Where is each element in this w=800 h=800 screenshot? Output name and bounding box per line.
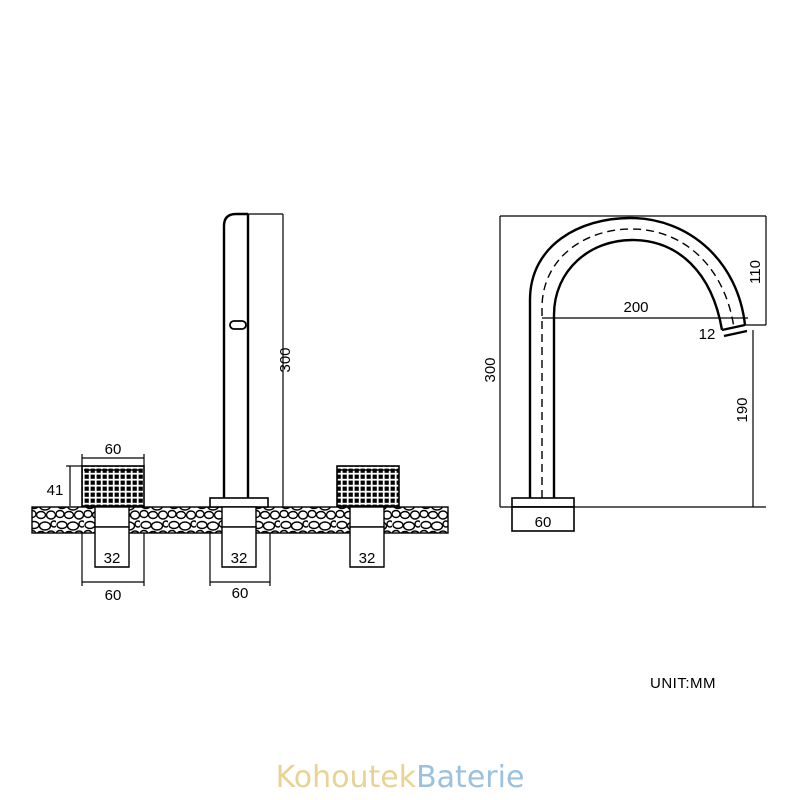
front-left-stem-dim: 32 <box>104 550 121 567</box>
stems <box>94 506 385 568</box>
side-base-dim: 60 <box>535 514 552 531</box>
front-spout <box>209 212 284 508</box>
front-center-stem-dim: 32 <box>231 550 248 567</box>
unit-label: UNIT:MM <box>650 675 716 692</box>
side-total-height-dim: 300 <box>482 357 499 382</box>
brand-part2: Baterie <box>416 760 525 795</box>
side-outlet-dim: 12 <box>699 326 716 343</box>
front-left-base-dim: 60 <box>105 587 122 604</box>
front-right-stem-dim: 32 <box>359 550 376 567</box>
right-handle <box>336 465 400 507</box>
side-outlet-height-dim: 190 <box>734 397 751 422</box>
front-view: 60 41 300 60 60 32 32 32 <box>31 212 449 604</box>
side-arc-drop-dim: 110 <box>747 260 764 284</box>
front-spout-height-dim: 300 <box>277 347 294 372</box>
front-handle-height-dim: 41 <box>47 482 64 499</box>
brand-watermark: KohoutekBaterie <box>0 760 800 795</box>
side-view <box>499 215 767 532</box>
left-handle <box>81 465 145 507</box>
side-reach-dim: 200 <box>623 299 648 316</box>
front-handle-width-dim: 60 <box>105 441 122 458</box>
brand-part1: Kohoutek <box>275 760 417 795</box>
front-center-base-dim: 60 <box>232 585 249 602</box>
front-dimension-lines <box>66 454 271 586</box>
